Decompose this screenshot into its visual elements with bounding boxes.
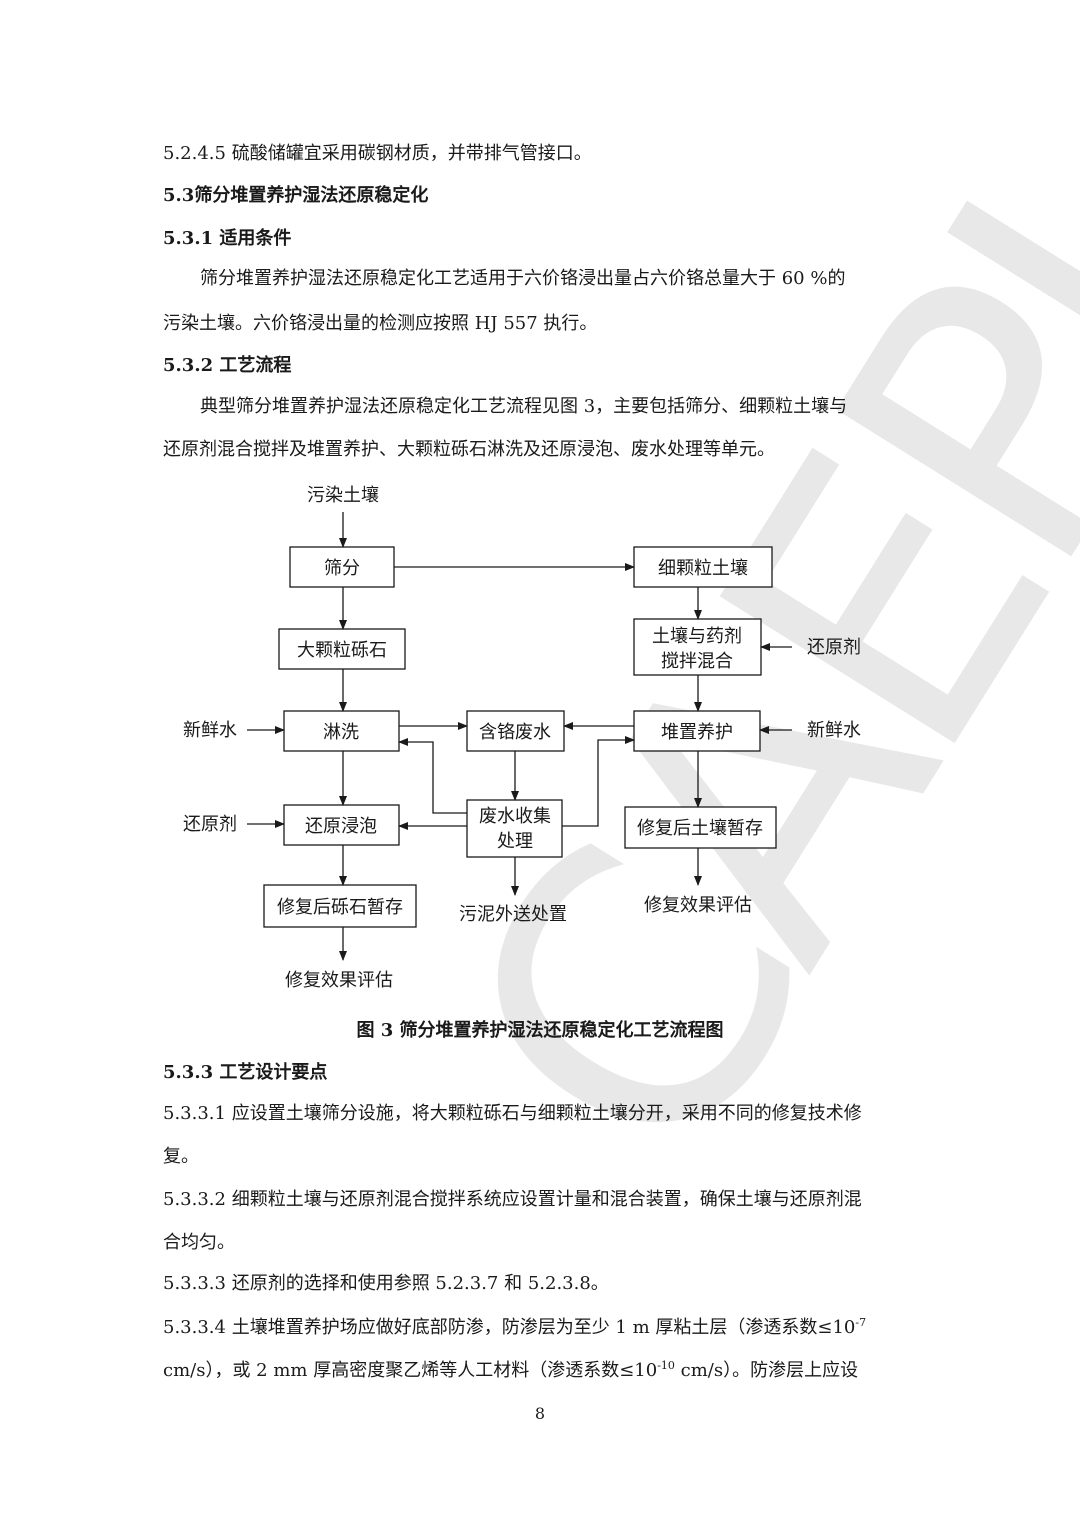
- arrow-treatment-to-curing: [562, 736, 635, 827]
- label-screening: 筛分: [324, 558, 360, 579]
- p5334-l2-text-a: cm/s），或 2 mm 厚高密度聚乙烯等人工材料（渗透系数≤10: [163, 1360, 658, 1381]
- paragraph-5-3-1-line1: 筛分堆置养护湿法还原稳定化工艺适用于六价铬浸出量占六价铬总量大于 60 %的: [200, 268, 846, 289]
- curing-box: [633, 710, 761, 752]
- label-gravel-storage: 修复后砾石暂存: [277, 897, 403, 918]
- label-sludge: 污泥外送处置: [459, 904, 567, 925]
- label-input-soil: 污染土壤: [307, 485, 379, 506]
- paragraph-5-3-3-1-line1: 5.3.3.1 应设置土壤筛分设施，将大颗粒砾石与细颗粒土壤分开，采用不同的修复…: [163, 1103, 862, 1124]
- p5334-l2-text-b: cm/s）。防渗层上应设: [674, 1360, 859, 1381]
- paragraph-5-3-3-3: 5.3.3.3 还原剂的选择和使用参照 5.2.3.7 和 5.2.3.8。: [163, 1273, 609, 1294]
- p5334-l1-text: 5.3.3.4 土壤堆置养护场应做好底部防渗，防渗层为至少 1 m 厚粘土层（渗…: [163, 1317, 856, 1338]
- label-eval-right: 修复效果评估: [644, 895, 752, 916]
- heading-5-3: 5.3筛分堆置养护湿法还原稳定化: [163, 185, 429, 206]
- paragraph-5-3-2-line2: 还原剂混合搅拌及堆置养护、大颗粒砾石淋洗及还原浸泡、废水处理等单元。: [163, 439, 775, 460]
- coarse-gravel-box: [278, 628, 406, 670]
- label-soil-storage: 修复后土壤暂存: [637, 818, 763, 839]
- paragraph-5-3-3-4-line1: 5.3.3.4 土壤堆置养护场应做好底部防渗，防渗层为至少 1 m 厚粘土层（渗…: [163, 1315, 866, 1341]
- label-reductant-left: 还原剂: [183, 814, 237, 835]
- fine-soil-box: [633, 546, 773, 588]
- heading-5-3-1: 5.3.1 适用条件: [163, 228, 292, 249]
- paragraph-5-3-3-2-line2: 合均匀。: [163, 1232, 235, 1253]
- label-reductant-right: 还原剂: [807, 637, 861, 658]
- gravel-storage-box: [263, 884, 417, 928]
- screening-box: [289, 546, 395, 588]
- heading-5-3-3: 5.3.3 工艺设计要点: [163, 1062, 328, 1083]
- label-wwt-line1: 废水收集: [479, 806, 551, 827]
- paragraph-5-3-3-1-line2: 复。: [163, 1146, 199, 1167]
- arrow-treatment-to-washing: [398, 738, 467, 814]
- label-freshwater-left: 新鲜水: [183, 720, 237, 741]
- paragraph-5-3-1-line2: 污染土壤。六价铬浸出量的检测应按照 HJ 557 执行。: [163, 313, 598, 334]
- label-coarse-gravel: 大颗粒砾石: [297, 640, 387, 661]
- figure-caption: 图 3 筛分堆置养护湿法还原稳定化工艺流程图: [356, 1020, 724, 1041]
- label-mix-line1: 土壤与药剂: [652, 626, 742, 647]
- label-freshwater-right: 新鲜水: [807, 720, 861, 741]
- washing-box: [283, 710, 400, 752]
- p5334-l1-superscript: -7: [855, 1316, 867, 1329]
- heading-5-3-2: 5.3.2 工艺流程: [163, 355, 292, 376]
- label-soaking: 还原浸泡: [305, 816, 377, 837]
- paragraph-5-2-4-5: 5.2.4.5 硫酸储罐宜采用碳钢材质，并带排气管接口。: [163, 143, 592, 164]
- label-curing: 堆置养护: [661, 722, 733, 743]
- label-washing: 淋洗: [323, 722, 359, 743]
- label-cr-wastewater: 含铬废水: [479, 722, 551, 743]
- label-wwt-line2: 处理: [497, 831, 533, 852]
- paragraph-5-3-2-line1: 典型筛分堆置养护湿法还原稳定化工艺流程见图 3，主要包括筛分、细颗粒土壤与: [200, 396, 848, 417]
- label-fine-soil: 细颗粒土壤: [658, 558, 748, 579]
- p5334-l2-superscript: -10: [657, 1359, 675, 1372]
- paragraph-5-3-3-4-line2: cm/s），或 2 mm 厚高密度聚乙烯等人工材料（渗透系数≤10-10 cm/…: [163, 1358, 858, 1384]
- label-mix-line2: 搅拌混合: [661, 651, 733, 672]
- label-eval-left: 修复效果评估: [285, 970, 393, 991]
- page-number: 8: [534, 1404, 546, 1423]
- paragraph-5-3-3-2-line1: 5.3.3.2 细颗粒土壤与还原剂混合搅拌系统应设置计量和混合装置，确保土壤与还…: [163, 1189, 862, 1210]
- cr-wastewater-box: [466, 710, 565, 752]
